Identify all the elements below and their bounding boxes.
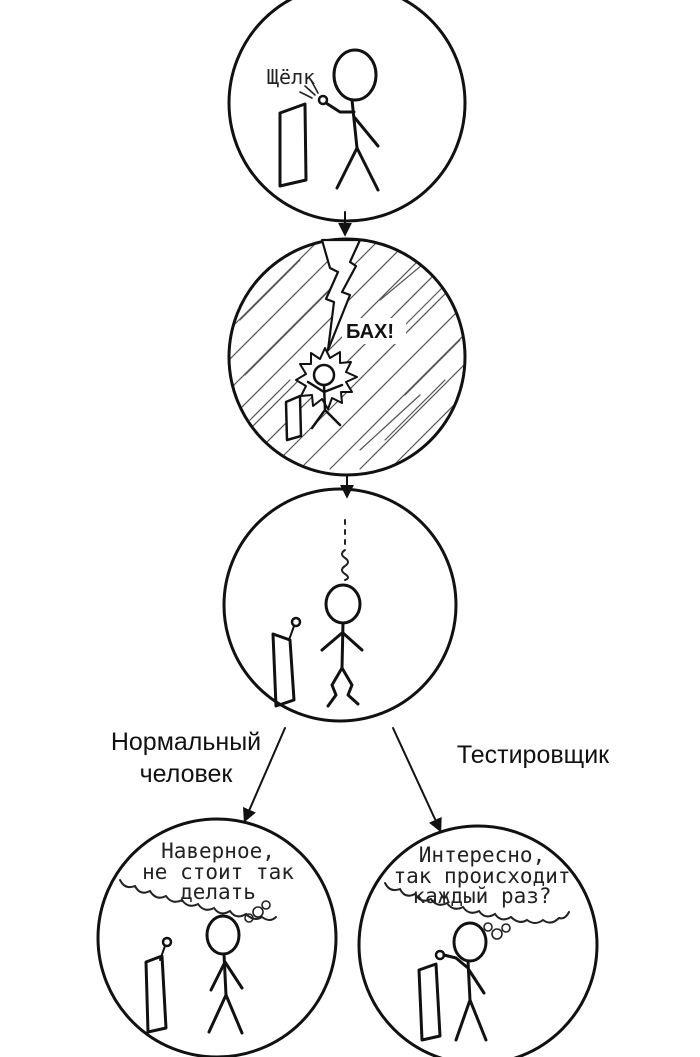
stick-figure [205,914,244,1035]
bang-sound: БАХ! [346,321,394,343]
thought-text-normal: Наверное, [161,839,275,863]
branch-label-normal: Нормальный [111,728,261,756]
panel-aftermath [222,487,458,723]
panel-bang: БАХ! [227,237,467,477]
panel-frame [96,817,338,1057]
button-icon [317,94,329,106]
panel-frame [222,487,458,723]
lectern [144,954,168,1034]
button-stem [288,625,295,641]
button-icon [434,949,446,961]
thought-text-normal: делать [180,880,256,904]
branch-label-tester: Тестировщик [457,741,610,769]
thought-text-tester: каждый раз? [412,884,551,908]
arrow-branch-normal [243,727,286,823]
panel-click: Щёлк [227,0,467,223]
stick-figure [320,583,364,708]
lightning-icon [320,238,362,352]
thought-text-tester: так происходит [393,864,570,888]
lectern [417,962,442,1042]
smoke-wisp [341,549,349,581]
thought-cloud-edge [119,879,277,921]
thought-text-normal: не стоит так [142,860,294,884]
panel-frame [227,0,467,223]
panel-frame [357,824,599,1057]
bang-label-bg [342,318,406,344]
thought-bubble-dot [491,928,503,940]
lectern [278,102,308,188]
click-lines [299,81,319,99]
panel-normal: Наверное, не стоит так делать [96,817,338,1057]
button-icon [161,936,173,948]
explosion-burst [295,347,358,410]
thought-bubble-dot [252,906,264,918]
stick-figure [442,921,488,1042]
stick-figure [324,48,380,192]
click-sound: Щёлк [267,65,315,89]
panel-tester: Интересно, так происходит каждый раз? [357,824,599,1057]
stick-figure-shocked [306,363,344,430]
lectern [271,632,296,708]
thought-bubble-dot [483,922,493,932]
lectern [284,394,303,442]
thought-text-tester: Интересно, [419,843,545,867]
arrow-branch-tester [392,727,442,833]
thought-bubble-dot [244,913,254,923]
button-stem [159,945,166,961]
branch-label-normal: человек [140,760,234,788]
button-icon [290,616,302,628]
thought-bubble-dot [261,900,271,910]
thought-cloud-edge [384,882,570,924]
thought-bubble-dot [501,923,511,933]
